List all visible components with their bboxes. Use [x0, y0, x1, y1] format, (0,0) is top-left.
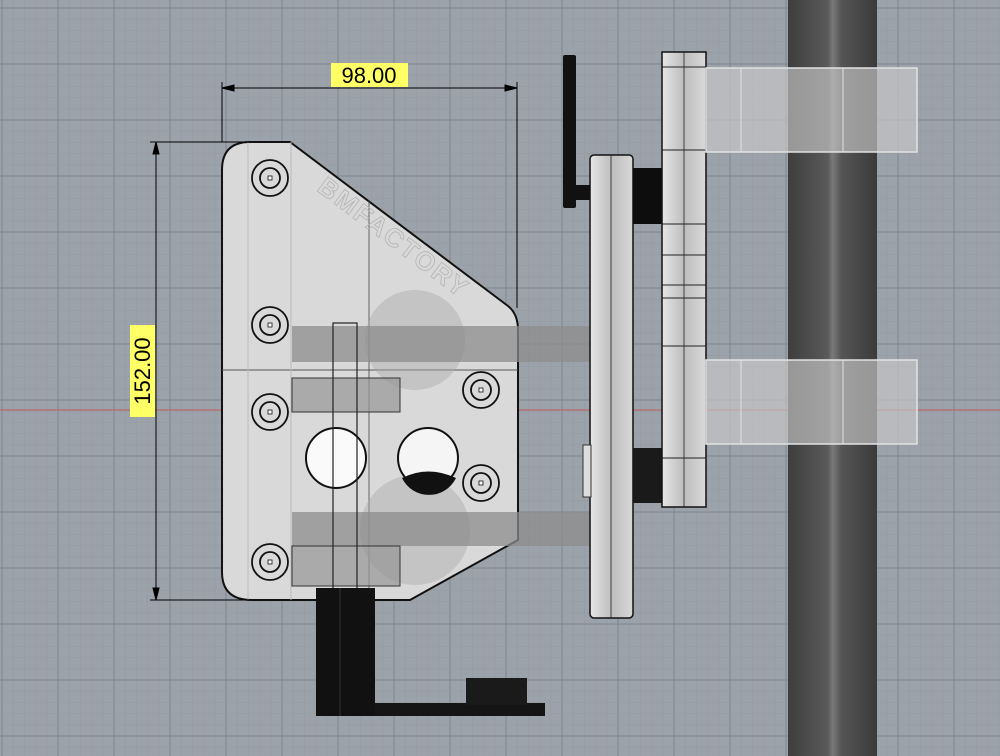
bottom-bracket[interactable] — [316, 588, 545, 716]
pole-strap-lower[interactable] — [705, 359, 918, 445]
clamp-arm[interactable] — [589, 154, 634, 619]
mounting-hole — [251, 393, 289, 431]
lever-handle[interactable] — [563, 55, 593, 208]
width-dimension[interactable]: 98.00 — [221, 63, 518, 308]
width-dimension-label: 98.00 — [341, 63, 396, 88]
mounting-hole — [251, 306, 289, 344]
mounting-hole — [251, 543, 289, 581]
height-dimension[interactable]: 152.00 — [130, 141, 250, 601]
pole-strap-upper[interactable] — [705, 67, 918, 153]
mounting-hole — [251, 159, 289, 197]
strap-lower[interactable] — [292, 512, 590, 546]
height-dimension-label: 152.00 — [130, 337, 155, 404]
clamp-column[interactable] — [661, 51, 707, 508]
mounting-hole — [462, 464, 500, 502]
spacer-upper — [633, 168, 662, 224]
spacer-lower — [633, 448, 662, 503]
strap-upper[interactable] — [292, 326, 590, 362]
mounting-hole — [462, 371, 500, 409]
large-hole — [305, 427, 367, 489]
